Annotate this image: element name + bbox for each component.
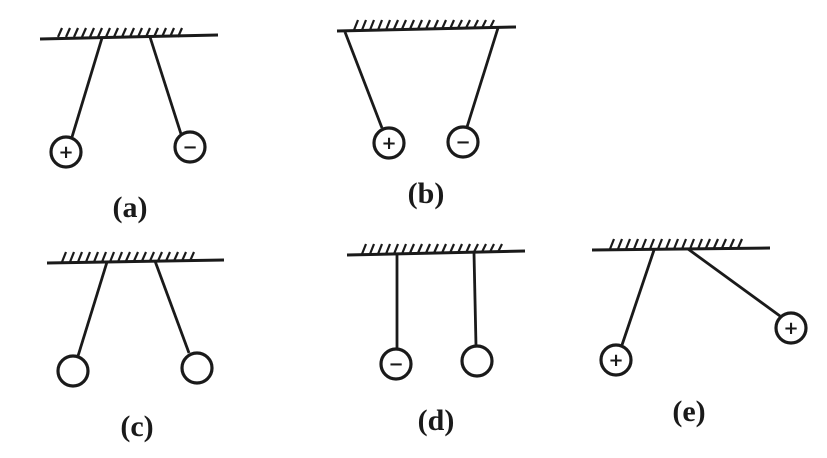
- thread-b-left: [343, 31, 384, 129]
- panel-b: + − (b): [336, 19, 517, 210]
- caption-b: (b): [408, 177, 445, 210]
- ball-b-left: [372, 126, 406, 160]
- ceiling-e: [591, 238, 771, 252]
- charge-d-left: −: [388, 354, 403, 375]
- ball-c-right: [180, 351, 214, 385]
- charge-b-right: −: [455, 132, 470, 153]
- ball-a-right: [173, 130, 207, 164]
- thread-d-right: [472, 252, 478, 347]
- panel-c: (c): [46, 251, 225, 443]
- ball-c-left: [56, 354, 90, 388]
- ceiling-b: [336, 19, 517, 33]
- hatching-b: [352, 19, 495, 31]
- hatching-c: [60, 251, 196, 263]
- caption-e: (e): [672, 395, 705, 428]
- hatching-a: [56, 27, 184, 38]
- ball-a-left: [49, 135, 83, 169]
- caption-d: (d): [418, 404, 455, 437]
- thread-a-right: [148, 36, 183, 135]
- ceiling-d: [346, 243, 526, 257]
- panel-a: + − (a): [39, 27, 219, 224]
- thread-e-left: [620, 249, 656, 346]
- thread-c-right: [153, 260, 191, 354]
- thread-e-right: [687, 247, 781, 318]
- caption-c: (c): [120, 410, 153, 443]
- ceiling-c: [46, 251, 225, 265]
- charge-b-left: +: [381, 133, 396, 154]
- panel-d: − (d): [346, 243, 526, 437]
- ball-d-left: [379, 347, 413, 381]
- ball-e-left: [599, 343, 633, 377]
- ball-e-right: [774, 311, 808, 345]
- hatching-e: [608, 238, 744, 250]
- charge-a-left: +: [58, 142, 73, 163]
- charge-e-right: +: [783, 318, 798, 339]
- hatching-d: [360, 243, 503, 255]
- charge-e-left: +: [608, 350, 623, 371]
- ball-b-right: [446, 125, 480, 159]
- charge-a-right: −: [182, 137, 197, 158]
- thread-a-left: [70, 37, 104, 138]
- panel-e: + + (e): [591, 238, 808, 428]
- ball-d-right: [460, 344, 494, 378]
- ceiling-a: [39, 27, 219, 41]
- thread-b-right: [465, 27, 500, 128]
- caption-a: (a): [113, 191, 148, 224]
- thread-c-left: [76, 261, 109, 357]
